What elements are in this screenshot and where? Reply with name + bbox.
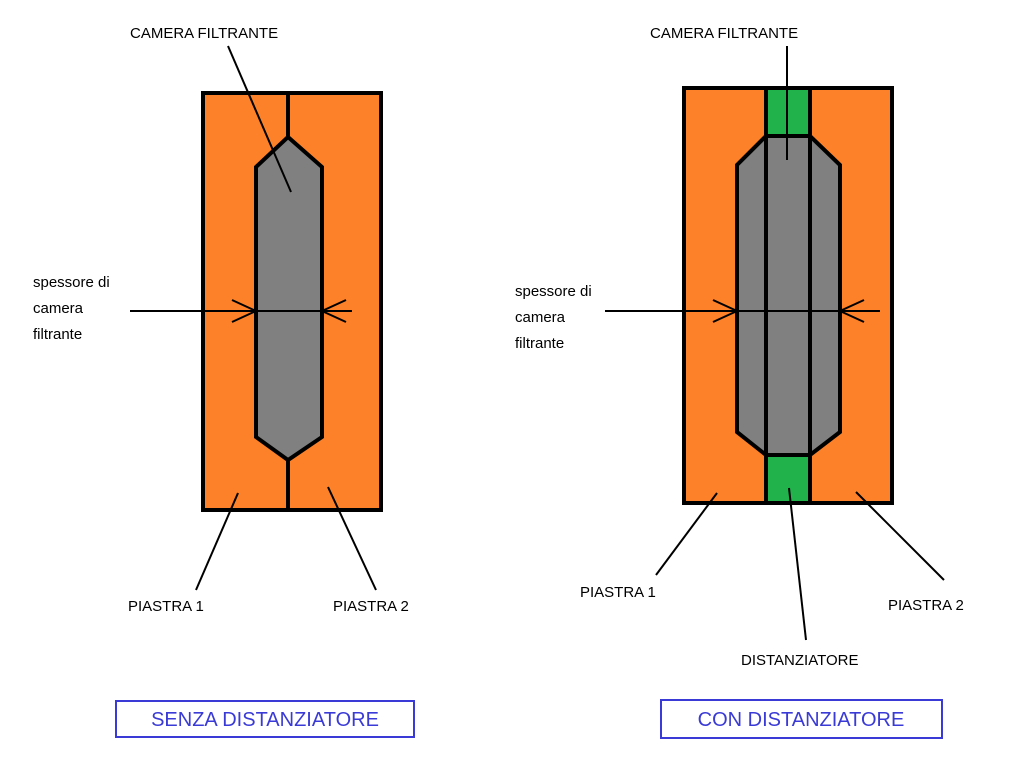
right-thickness-label-3: filtrante: [515, 335, 564, 352]
left-filter-chamber: [254, 134, 324, 463]
right-plate1-label: PIASTRA 1: [580, 584, 656, 601]
right-arrow-head-left: [712, 299, 740, 323]
left-thickness-label-3: filtrante: [33, 326, 82, 343]
right-diagram: CAMERA FILTRANTE spessore di camera filt…: [515, 25, 964, 739]
left-arrow-head-left: [231, 299, 259, 323]
right-camera-label: CAMERA FILTRANTE: [650, 25, 798, 42]
right-spacer-label: DISTANZIATORE: [741, 652, 859, 669]
right-thickness-label-1: spessore di: [515, 283, 592, 300]
right-caption-box: [660, 699, 943, 739]
left-caption: SENZA DISTANZIATORE: [151, 709, 379, 731]
left-plate1-label: PIASTRA 1: [128, 598, 204, 615]
right-plate1-leader: [655, 492, 718, 576]
left-diagram: CAMERA FILTRANTE spessore di camera filt…: [33, 25, 415, 738]
right-spacer-leader: [788, 487, 807, 641]
right-plate2-leader: [855, 491, 945, 581]
left-plate1-leader: [195, 492, 239, 591]
left-plate2-leader: [327, 486, 377, 591]
left-camera-label: CAMERA FILTRANTE: [130, 25, 278, 42]
right-caption: CON DISTANZIATORE: [698, 709, 905, 731]
right-spacer-bottom: [764, 453, 812, 505]
left-camera-leader: [227, 45, 292, 193]
left-thickness-label-1: spessore di: [33, 274, 110, 291]
right-filter-chamber: [735, 134, 842, 457]
right-arrow-head-right: [837, 299, 865, 323]
right-plate2-label: PIASTRA 2: [888, 597, 964, 614]
left-thickness-label-2: camera: [33, 300, 84, 317]
left-plate2-label: PIASTRA 2: [333, 598, 409, 615]
right-thickness-label-2: camera: [515, 309, 566, 326]
left-caption-box: [115, 700, 415, 738]
left-arrow-head-right: [319, 299, 347, 323]
